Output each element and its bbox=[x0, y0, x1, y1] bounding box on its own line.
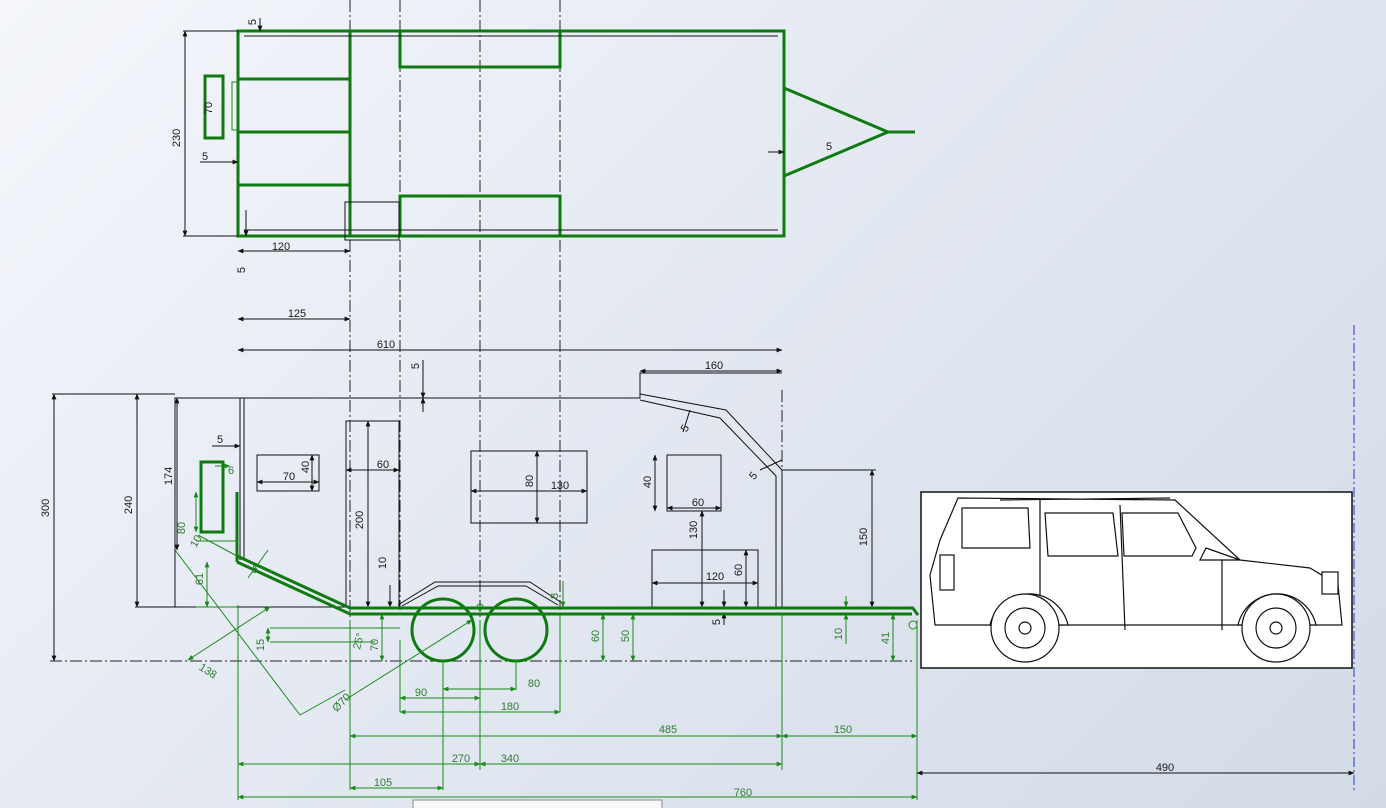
dim-60-box: 60 bbox=[733, 564, 745, 576]
dim-130-side: 130 bbox=[688, 521, 700, 539]
dim-138: 138 bbox=[197, 661, 219, 681]
dim-610: 610 bbox=[377, 339, 395, 351]
dim-5-nose: 5 bbox=[826, 141, 832, 153]
dim-5-floor: 5 bbox=[711, 619, 723, 625]
dim-80-door: 80 bbox=[176, 522, 188, 534]
dim-5-wall: 5 bbox=[217, 434, 223, 446]
dim-25deg: 25° bbox=[351, 632, 367, 651]
dim-50-ground: 50 bbox=[620, 630, 632, 642]
title-block-edge bbox=[412, 799, 663, 808]
dim-105: 105 bbox=[374, 777, 392, 789]
dim-5-slope: 5 bbox=[679, 423, 692, 434]
dim-120-top: 120 bbox=[272, 241, 290, 253]
dim-5-nose-side: 5 bbox=[747, 470, 760, 482]
dim-70-axle: 70 bbox=[369, 639, 381, 651]
dim-61: 61 bbox=[194, 573, 206, 585]
dim-300: 300 bbox=[40, 499, 52, 517]
dim-70-window: 70 bbox=[283, 471, 295, 483]
dim-160: 160 bbox=[705, 360, 723, 372]
dim-5-top: 5 bbox=[247, 19, 259, 25]
dim-80-wheels: 80 bbox=[528, 678, 540, 690]
side-view-green-dims: 6 80 10 61 5 15 25° 70 Ø70 138 60 50 10 … bbox=[174, 463, 918, 800]
dim-150-towbar: 150 bbox=[834, 724, 852, 736]
tow-vehicle: 490 bbox=[916, 325, 1355, 790]
dim-60-door: 60 bbox=[377, 459, 389, 471]
dim-6: 6 bbox=[228, 465, 234, 477]
dim-5-roof: 5 bbox=[410, 363, 422, 369]
dim-270: 270 bbox=[452, 753, 470, 765]
dim-41: 41 bbox=[880, 632, 892, 644]
dim-150-height: 150 bbox=[858, 528, 870, 546]
dim-760: 760 bbox=[734, 787, 752, 799]
dim-70-top: 70 bbox=[203, 102, 215, 114]
top-view: 230 70 5 5 5 120 5 bbox=[171, 18, 915, 273]
dim-120-box: 120 bbox=[706, 571, 724, 583]
dim-15: 15 bbox=[255, 639, 267, 651]
dim-485: 485 bbox=[659, 724, 677, 736]
dim-130-window: 130 bbox=[551, 480, 569, 492]
dim-10-door: 10 bbox=[377, 557, 389, 569]
dim-5-bottom: 5 bbox=[236, 267, 248, 273]
dim-180: 180 bbox=[501, 701, 519, 713]
dim-340: 340 bbox=[501, 753, 519, 765]
dim-240: 240 bbox=[123, 496, 135, 514]
dim-80-window: 80 bbox=[524, 475, 536, 487]
dim-60-ground: 60 bbox=[590, 630, 602, 642]
dim-10-green: 10 bbox=[188, 533, 205, 550]
dim-60-side: 60 bbox=[692, 497, 704, 509]
dim-90: 90 bbox=[415, 687, 427, 699]
dim-5-ramp: 5 bbox=[252, 564, 258, 576]
dim-230: 230 bbox=[171, 129, 183, 147]
side-view-black-dims: 125 610 160 5 5 5 300 240 174 5 70 40 60… bbox=[40, 308, 876, 662]
dim-490: 490 bbox=[1156, 762, 1174, 774]
dim-125: 125 bbox=[288, 308, 306, 320]
dim-5-left: 5 bbox=[202, 151, 208, 163]
dim-40-side: 40 bbox=[642, 476, 654, 488]
dim-200: 200 bbox=[354, 511, 366, 529]
dim-174: 174 bbox=[163, 467, 175, 485]
dim-40-window: 40 bbox=[300, 461, 312, 473]
dim-8: 8 bbox=[549, 593, 561, 599]
dim-10-hitch: 10 bbox=[833, 628, 845, 640]
